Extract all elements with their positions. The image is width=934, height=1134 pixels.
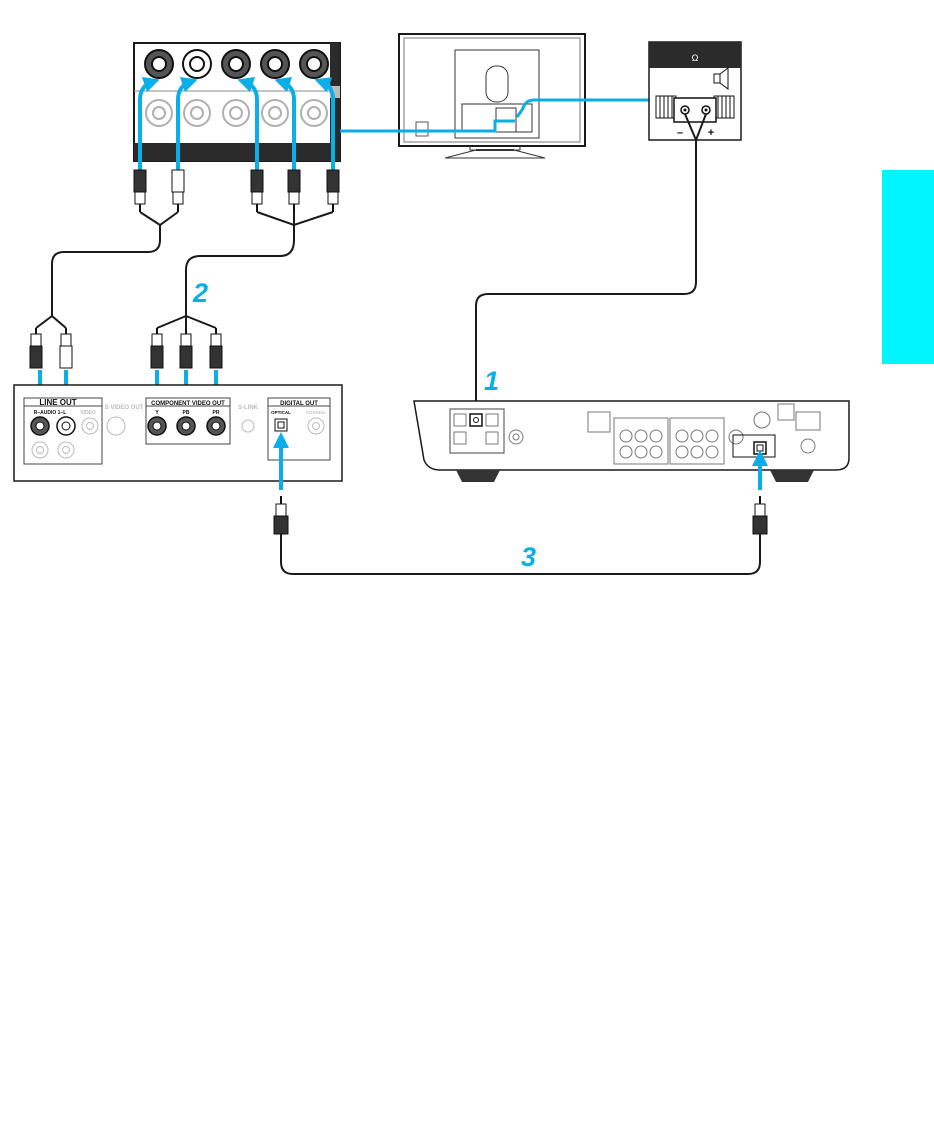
s-link-label: S-LINK [238, 405, 259, 411]
speaker-terminal-panel: Ω – + [649, 42, 741, 140]
tv-rear-view [399, 34, 585, 158]
step-number-1: 1 [484, 366, 499, 396]
audio-label: R–AUDIO 1–L [34, 410, 67, 416]
ohm-label: Ω [692, 53, 699, 63]
pr-label: PR [213, 410, 220, 416]
optical-label: OPTICAL [271, 410, 291, 415]
receiver-rear-panel [414, 401, 849, 482]
av-cables [36, 212, 333, 328]
dvd-player-rear-panel: LINE OUT R–AUDIO 1–L VIDEO S VIDEO OUT C… [14, 385, 342, 481]
rca-plugs-top [134, 170, 339, 212]
pb-label: PB [183, 410, 190, 416]
step-number-3: 3 [521, 542, 536, 572]
video-label: VIDEO [80, 410, 96, 416]
tv-av-input-panel [134, 43, 340, 170]
speaker-cable [476, 114, 706, 420]
rca-plugs-bottom [30, 328, 222, 368]
component-video-out-label: COMPONENT VIDEO OUT [151, 401, 225, 407]
minus-label: – [677, 127, 683, 139]
step-number-2: 2 [192, 278, 208, 308]
coaxial-label: COAXIAL [306, 410, 327, 415]
line-out-label: LINE OUT [39, 398, 76, 407]
plus-label: + [708, 127, 714, 139]
s-video-out-label: S VIDEO OUT [105, 405, 144, 411]
digital-out-label: DIGITAL OUT [280, 401, 318, 407]
